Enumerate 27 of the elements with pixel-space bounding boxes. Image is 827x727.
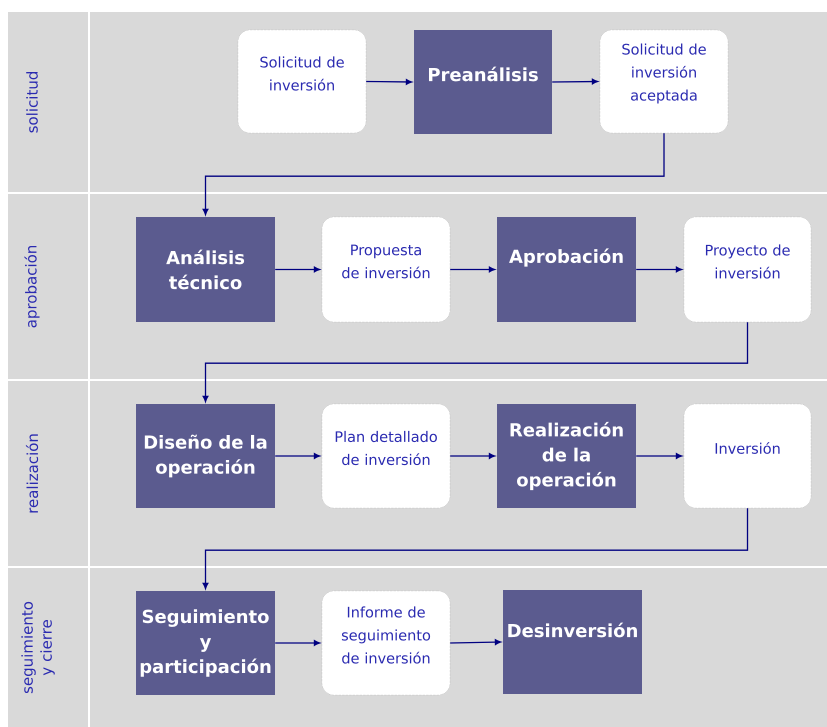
document-box: Inversión: [684, 404, 812, 508]
document-box: Informe de seguimiento de inversión: [322, 590, 450, 696]
arrow: [202, 508, 748, 590]
document-box: Propuesta de inversión: [322, 216, 450, 322]
document-box: Proyecto de inversión: [684, 216, 812, 322]
arrow: [450, 266, 496, 272]
arrow: [275, 266, 320, 272]
document-box: Solicitud de inversión aceptada: [600, 30, 728, 134]
process-box: Realización de la operación: [497, 404, 636, 508]
process-box: Aprobación: [497, 217, 636, 322]
process-box: Diseño de la operación: [136, 404, 275, 508]
arrow: [275, 453, 320, 459]
arrow: [552, 78, 598, 84]
arrow: [366, 79, 412, 85]
process-box: Desinversión: [503, 590, 642, 694]
arrow: [450, 639, 502, 646]
arrow: [202, 322, 748, 402]
arrow: [636, 266, 682, 272]
arrow: [450, 453, 496, 459]
document-box: Solicitud de inversión: [238, 30, 366, 134]
process-box: Análisis técnico: [136, 217, 275, 322]
document-box: Plan detallado de inversión: [322, 404, 450, 508]
process-box: Seguimiento y participación: [136, 591, 275, 695]
arrow: [202, 133, 665, 216]
arrow: [275, 640, 320, 646]
process-box: Preanálisis: [414, 30, 552, 134]
arrow: [636, 453, 682, 459]
